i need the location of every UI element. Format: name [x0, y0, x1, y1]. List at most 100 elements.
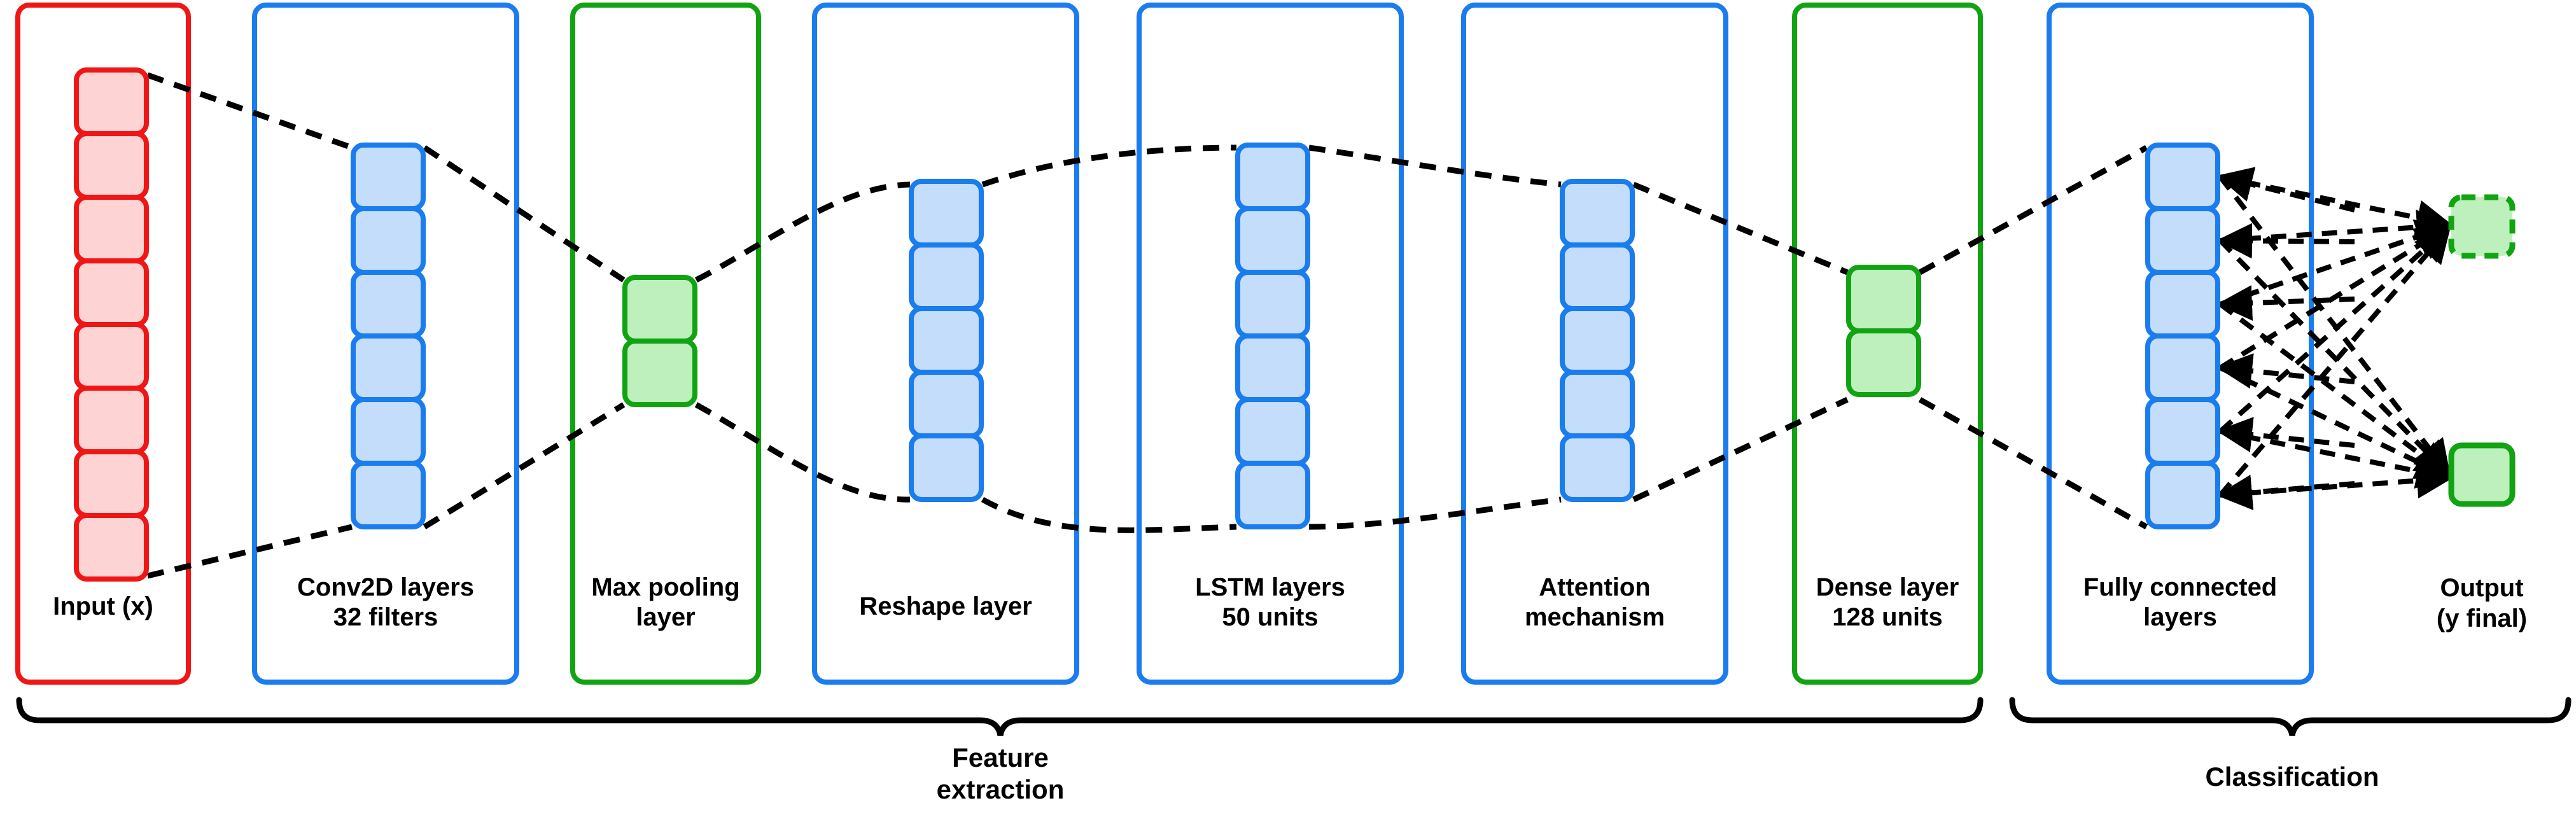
fc-to-output-bottom-3 [2218, 302, 2452, 478]
output-to-fc-3 [2216, 285, 2355, 321]
fc-to-output-bottom-6 [2220, 463, 2453, 499]
output-fan-connectors [2216, 167, 2453, 510]
connector-conv-pool-bottom [423, 402, 626, 529]
label-classification: Classification [2205, 762, 2379, 792]
cell-reshape-4 [909, 370, 984, 438]
connector-pool-reshape-bottom [694, 402, 911, 503]
cell-fc-1 [2145, 143, 2220, 211]
cell-dense-1 [1846, 265, 1921, 333]
connector-attention-dense-bottom [1632, 396, 1849, 503]
cell-fc-3 [2145, 270, 2220, 339]
cell-stack-maxpool [622, 275, 697, 407]
label-input: Input (x) [53, 592, 153, 620]
cell-fc-4 [2145, 333, 2220, 402]
cell-attention-2 [1560, 242, 1635, 311]
fc-to-output-bottom-4 [2219, 365, 2453, 479]
connector-input-conv-top [146, 72, 353, 151]
cell-lstm-5 [1235, 397, 1310, 466]
cell-stack-fully-connected [2145, 143, 2220, 529]
label-output: Output (y final) [2436, 574, 2528, 632]
cell-lstm-3 [1235, 270, 1310, 339]
cell-input-1 [74, 67, 149, 136]
cell-dense-2 [1846, 328, 1921, 397]
fc-to-output-bottom-5 [2220, 429, 2453, 489]
connector-pool-reshape-top [694, 181, 911, 283]
output-to-fc-2 [2216, 223, 2355, 259]
cell-conv2d-5 [351, 397, 426, 466]
output-to-fc-1 [2216, 167, 2355, 213]
cell-input-7 [74, 449, 149, 518]
fc-to-output-top-1 [2220, 174, 2453, 235]
connector-dense-fc-top [1918, 145, 2148, 275]
cell-lstm-1 [1235, 143, 1310, 211]
cell-stack-dense [1846, 265, 1921, 397]
cell-input-8 [74, 513, 149, 582]
container-maxpool [570, 3, 761, 685]
label-reshape: Reshape layer [859, 592, 1032, 620]
connector-input-conv-bottom [146, 524, 353, 579]
cell-reshape-5 [909, 433, 984, 502]
label-attention: Attention mechanism [1524, 573, 1665, 632]
output-to-fc-6 [2216, 474, 2355, 510]
cell-maxpool-2 [622, 339, 697, 407]
brace-feature-extraction [16, 697, 1984, 737]
connector-lstm-attention-top [1308, 144, 1562, 188]
container-dense [1792, 3, 1983, 685]
cell-attention-1 [1560, 179, 1635, 248]
brace-classification [2009, 697, 2572, 737]
label-fully-connected: Fully connected layers [2083, 573, 2278, 632]
cell-stack-lstm [1235, 143, 1310, 529]
label-dense: Dense layer 128 units [1816, 573, 1959, 632]
cell-input-6 [74, 386, 149, 454]
fc-to-output-top-4 [2218, 225, 2452, 370]
connector-lstm-attention-bottom [1308, 496, 1562, 530]
cell-conv2d-3 [351, 270, 426, 339]
cell-stack-conv2d [351, 143, 426, 529]
cell-lstm-2 [1235, 206, 1310, 275]
container-input [15, 3, 191, 685]
container-lstm [1137, 3, 1404, 685]
connector-reshape-lstm-top [981, 144, 1237, 188]
cell-stack-attention [1560, 179, 1635, 502]
connector-reshape-lstm-bottom [981, 497, 1237, 533]
cell-input-2 [74, 131, 149, 200]
output-nodes [2448, 194, 2516, 507]
connector-dense-fc-bottom [1918, 397, 2148, 529]
label-conv2d: Conv2D layers 32 filters [297, 573, 474, 632]
cell-conv2d-1 [351, 143, 426, 211]
container-fully-connected [2047, 3, 2314, 685]
cell-lstm-6 [1235, 461, 1310, 529]
connector-attention-dense-top [1632, 181, 1849, 276]
stage-containers [15, 3, 2314, 685]
cell-fc-5 [2145, 397, 2220, 466]
fc-to-output-top-2 [2220, 209, 2453, 246]
cell-attention-4 [1560, 370, 1635, 438]
fc-to-output-top-5 [2218, 225, 2451, 433]
connector-conv-pool-top [423, 145, 626, 283]
cell-conv2d-6 [351, 461, 426, 529]
cell-conv2d-2 [351, 206, 426, 275]
cell-fc-6 [2145, 461, 2220, 529]
fc-to-output-bottom-2 [2218, 239, 2451, 477]
fc-to-output-bottom-1 [2218, 175, 2451, 477]
cell-input-3 [74, 195, 149, 263]
output-node-bottom [2448, 442, 2516, 507]
cell-conv2d-4 [351, 333, 426, 402]
cell-attention-5 [1560, 433, 1635, 502]
cell-reshape-3 [909, 306, 984, 375]
cell-reshape-1 [909, 179, 984, 248]
output-node-top [2448, 194, 2516, 259]
cell-input-4 [74, 258, 149, 327]
cell-attention-3 [1560, 306, 1635, 375]
cell-stack-reshape [909, 179, 984, 502]
cell-reshape-2 [909, 242, 984, 311]
fc-to-output-top-3 [2219, 220, 2453, 307]
cell-input-5 [74, 322, 149, 391]
cell-lstm-4 [1235, 333, 1310, 402]
section-braces [16, 697, 2572, 737]
label-maxpool: Max pooling layer [591, 573, 740, 632]
cell-fc-2 [2145, 206, 2220, 275]
output-to-fc-5 [2216, 417, 2355, 452]
